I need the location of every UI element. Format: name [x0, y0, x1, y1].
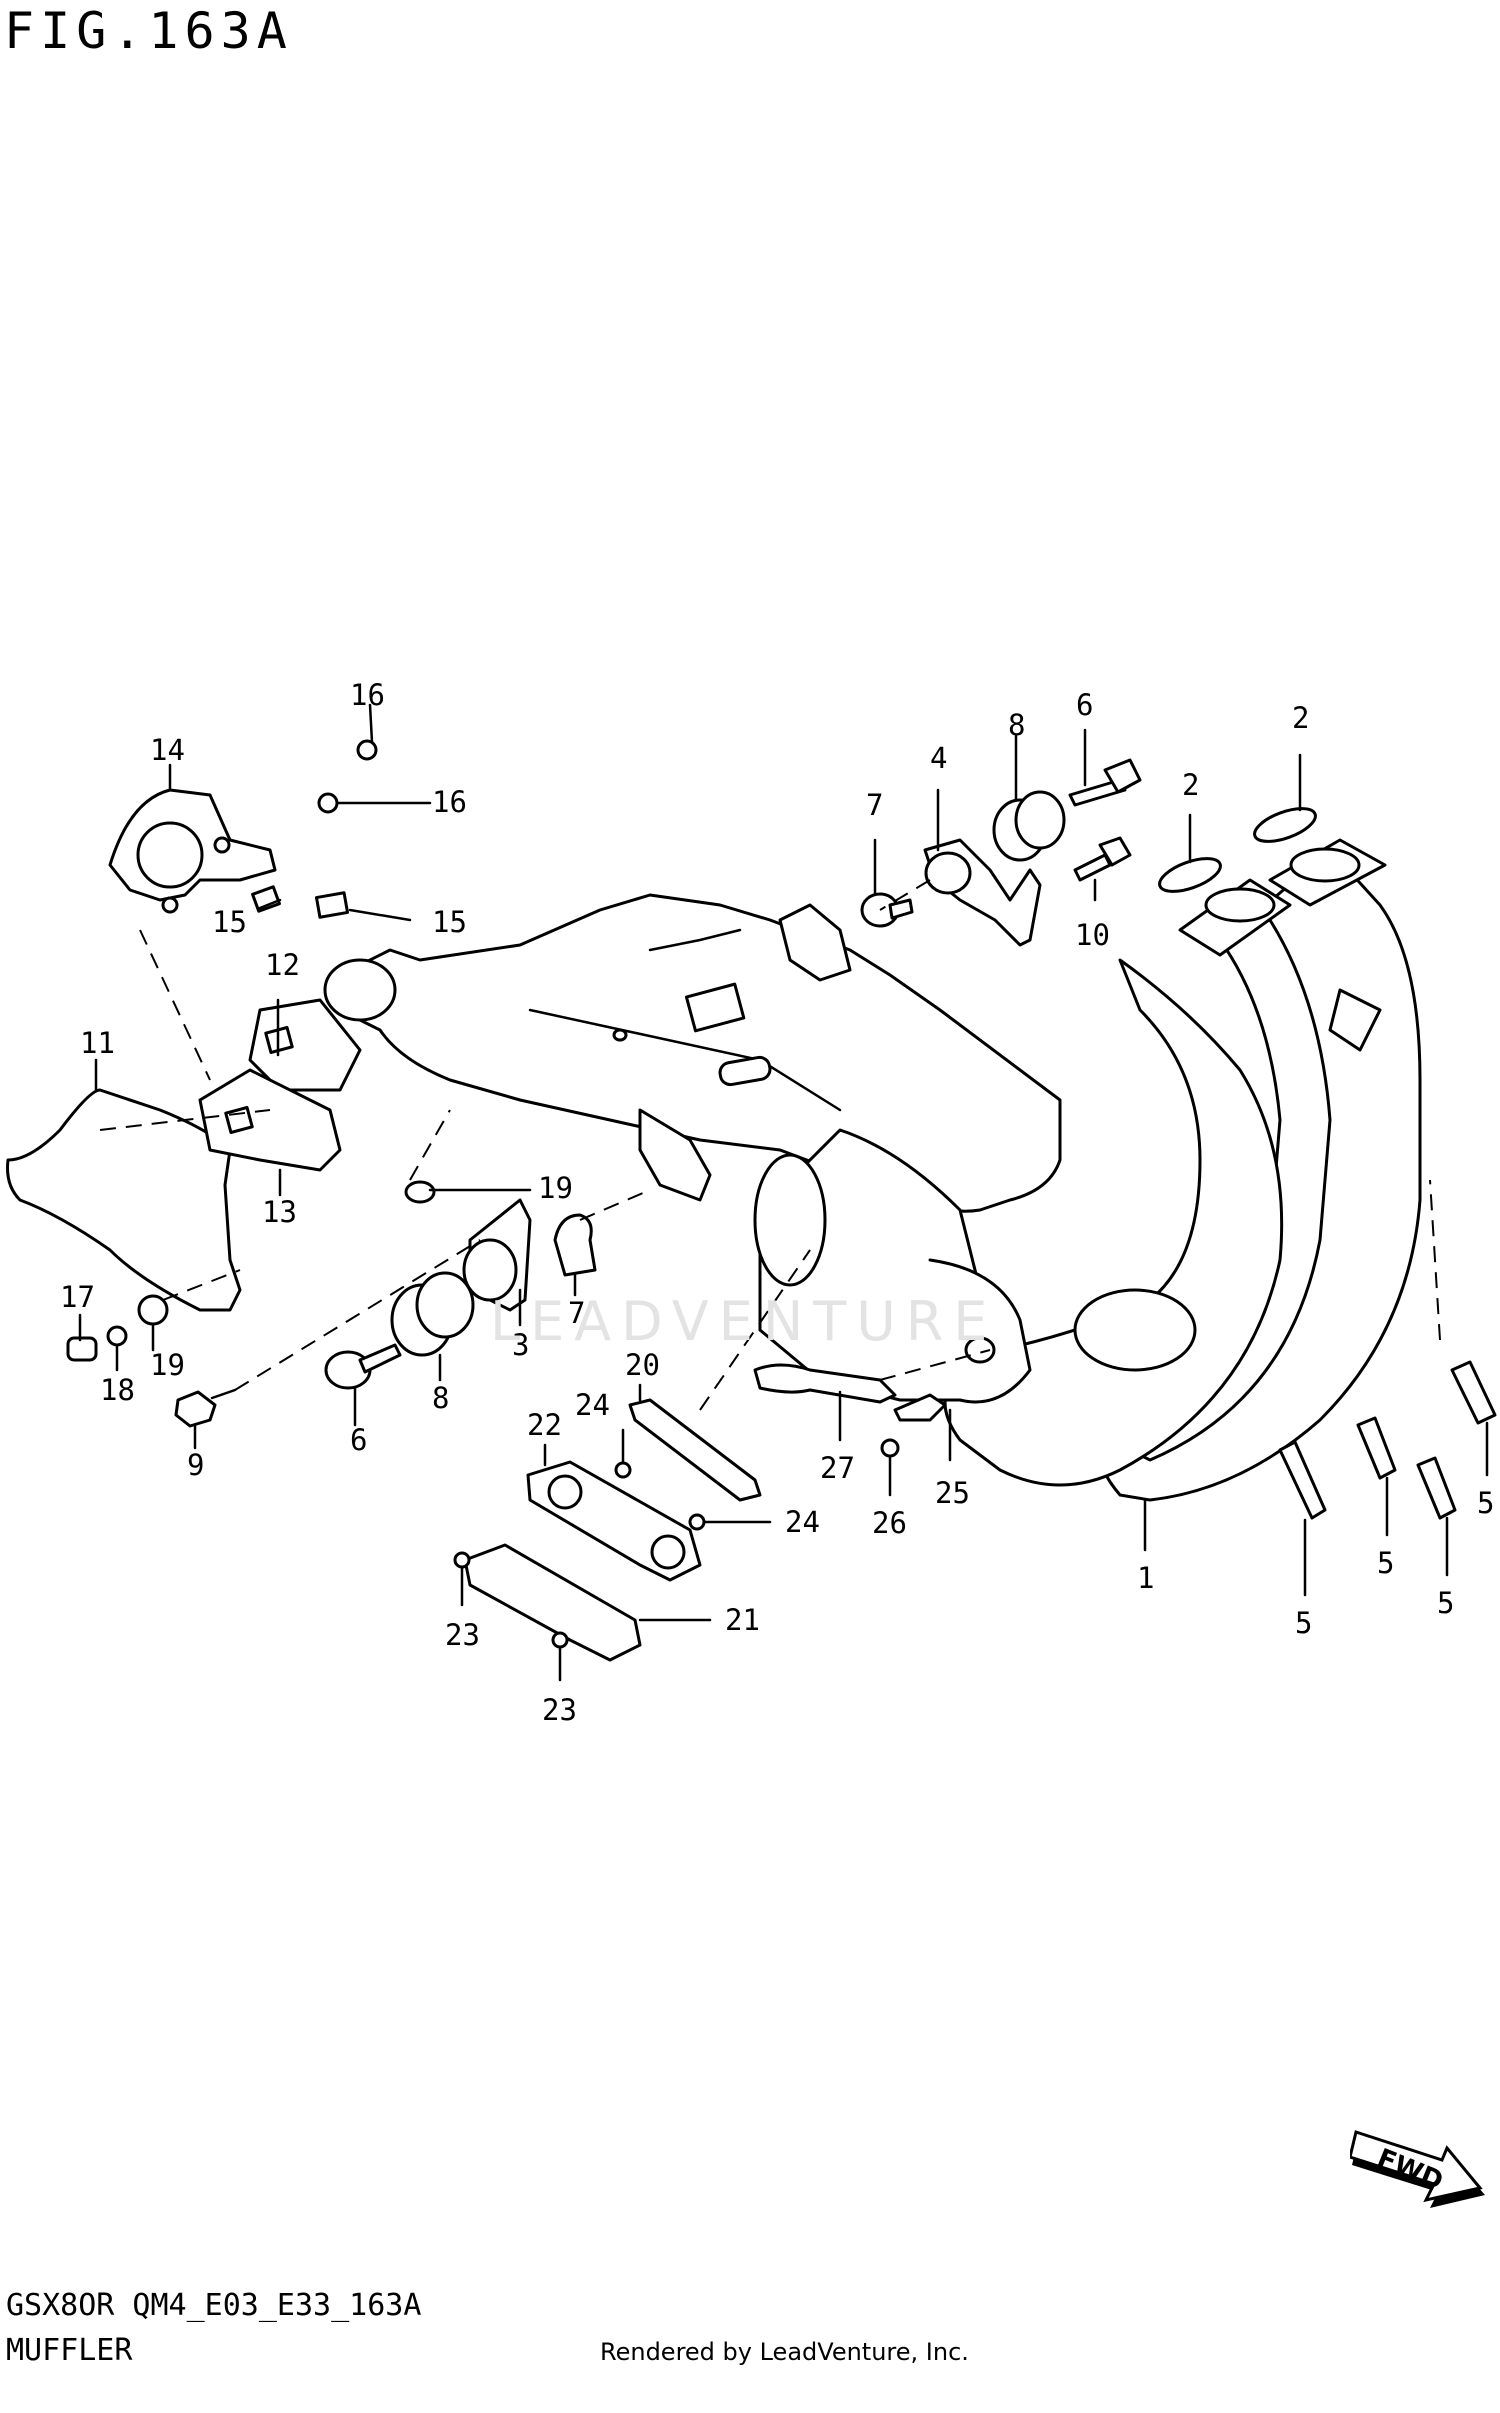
- callout-23: 23: [542, 1693, 577, 1727]
- callout-27: 27: [820, 1451, 855, 1485]
- callout-2: 2: [1292, 701, 1309, 735]
- callout-25: 25: [935, 1476, 970, 1510]
- callout-3: 3: [512, 1328, 529, 1362]
- fwd-arrow-icon: FWD: [1350, 2130, 1485, 2208]
- section-name: MUFFLER: [6, 2333, 133, 2368]
- callout-8: 8: [432, 1381, 449, 1415]
- render-credit: Rendered by LeadVenture, Inc.: [600, 2338, 969, 2366]
- hardware-parts: [66, 739, 1497, 1662]
- callout-5: 5: [1295, 1606, 1312, 1640]
- figure-title: FIG.163A: [4, 2, 293, 60]
- callout-24: 24: [575, 1388, 610, 1422]
- callout-8: 8: [1008, 708, 1025, 742]
- callout-6: 6: [1076, 688, 1093, 722]
- callout-15: 15: [212, 905, 247, 939]
- callout-7: 7: [568, 1296, 585, 1330]
- callout-21: 21: [725, 1603, 760, 1637]
- callout-9: 9: [187, 1448, 204, 1482]
- callout-5: 5: [1377, 1546, 1394, 1580]
- callout-16: 16: [350, 678, 385, 712]
- callout-13: 13: [262, 1195, 297, 1229]
- heat-shield-11: [6, 1088, 242, 1312]
- leader-lines: [78, 703, 1489, 1682]
- callout-5: 5: [1477, 1486, 1494, 1520]
- callout-24: 24: [785, 1505, 820, 1539]
- callout-19: 19: [150, 1348, 185, 1382]
- callout-26: 26: [872, 1506, 907, 1540]
- callout-19: 19: [538, 1171, 573, 1205]
- callout-6: 6: [350, 1423, 367, 1457]
- callout-14: 14: [150, 733, 185, 767]
- heat-shield-13: [198, 1068, 342, 1172]
- callout-20: 20: [625, 1348, 660, 1382]
- callout-1: 1: [1137, 1561, 1154, 1595]
- callout-12: 12: [265, 948, 300, 982]
- callout-15: 15: [432, 905, 467, 939]
- callout-16: 16: [432, 785, 467, 819]
- callout-11: 11: [80, 1026, 115, 1060]
- callout-22: 22: [527, 1408, 562, 1442]
- exhaust-pipe-assembly: [943, 838, 1422, 1502]
- heat-shields: [6, 788, 362, 1312]
- callout-labels: 16 16 14 15 15 12 11 13 19 19 17 18 9 6 …: [60, 678, 1494, 1727]
- model-code: GSX8OR QM4_E03_E33_163A: [6, 2288, 422, 2323]
- callout-4: 4: [930, 741, 947, 775]
- callout-7: 7: [866, 788, 883, 822]
- callout-5: 5: [1437, 1586, 1454, 1620]
- callout-2: 2: [1182, 768, 1199, 802]
- callout-23: 23: [445, 1618, 480, 1652]
- callout-17: 17: [60, 1280, 95, 1314]
- callout-10: 10: [1075, 918, 1110, 952]
- callout-18: 18: [100, 1373, 135, 1407]
